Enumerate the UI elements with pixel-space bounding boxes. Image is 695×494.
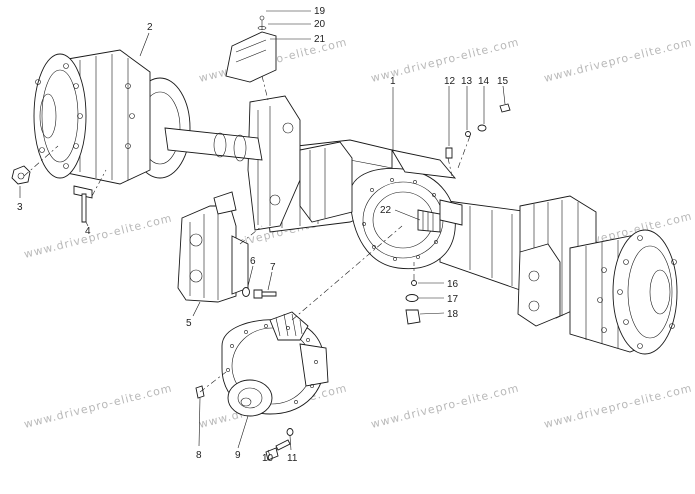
watermark: www.drivepro-elite.com — [23, 381, 174, 430]
drain-plug-set — [405, 280, 421, 325]
callout-16: 16 — [447, 279, 459, 290]
watermark: www.drivepro-elite.com — [543, 381, 694, 430]
watermark: www.drivepro-elite.com — [543, 35, 694, 84]
callout-9: 9 — [235, 450, 241, 461]
callout-15: 15 — [497, 76, 509, 87]
mounting-bracket — [225, 15, 277, 83]
leader-lines — [19, 10, 506, 457]
callout-14: 14 — [478, 76, 490, 87]
callout-1: 1 — [390, 76, 396, 87]
callout-labels: 1 2 3 4 5 6 7 8 9 10 11 12 13 14 15 16 1… — [17, 6, 509, 464]
callout-18: 18 — [447, 309, 459, 320]
callout-11: 11 — [287, 453, 298, 464]
right-wheel-hub — [517, 195, 678, 355]
callout-6: 6 — [250, 256, 256, 267]
carrier-washer-icon — [286, 428, 294, 436]
callout-12: 12 — [444, 76, 456, 87]
callout-20: 20 — [314, 19, 326, 30]
watermark: www.drivepro-elite.com — [23, 211, 174, 260]
callout-13: 13 — [461, 76, 473, 87]
differential-carrier — [221, 311, 329, 417]
left-brake-mount — [247, 95, 353, 231]
callout-19: 19 — [314, 6, 326, 17]
assembly-lines — [23, 75, 471, 393]
fittings-top-right — [445, 103, 511, 159]
watermark: www.drivepro-elite.com — [370, 381, 521, 430]
callout-17: 17 — [447, 294, 459, 305]
callout-22: 22 — [380, 205, 392, 216]
left-wheel-hub — [33, 49, 263, 185]
carrier-bolt-icon — [265, 439, 291, 461]
callout-8: 8 — [196, 450, 202, 461]
callout-7: 7 — [270, 262, 276, 273]
callout-4: 4 — [85, 226, 91, 237]
callout-3: 3 — [17, 202, 23, 213]
callout-5: 5 — [186, 318, 192, 329]
callout-2: 2 — [147, 22, 153, 33]
brake-caliper — [177, 191, 249, 303]
callout-10: 10 — [262, 453, 274, 464]
wheel-stud-icon — [73, 185, 93, 223]
washer-icon — [242, 287, 250, 297]
wheel-nut-icon — [11, 165, 31, 185]
callout-21: 21 — [314, 34, 326, 45]
caliper-bolt-icon — [253, 289, 277, 299]
